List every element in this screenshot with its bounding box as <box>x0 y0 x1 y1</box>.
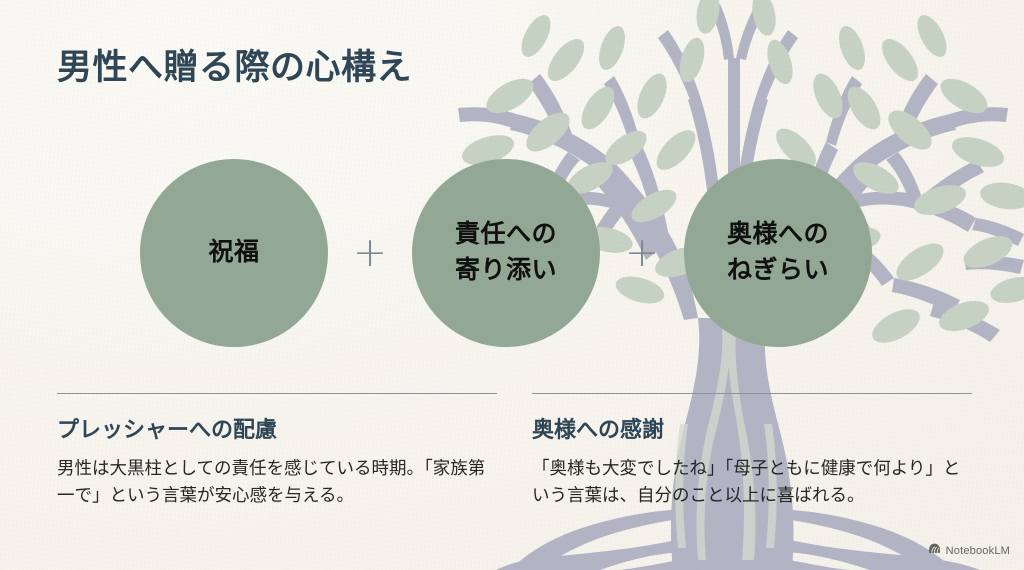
plus-icon-2: + <box>624 228 660 276</box>
detail-column-left: プレッシャーへの配慮 男性は大黒柱としての責任を感じている時期。「家族第一で」と… <box>57 393 497 510</box>
detail-heading-left: プレッシャーへの配慮 <box>57 417 278 442</box>
detail-divider-right <box>532 393 972 394</box>
detail-column-right: 奥様への感謝 「奥様も大変でしたね」「母子ともに健康で何より」という言葉は、自分… <box>532 393 972 510</box>
plus-icon-1: + <box>352 228 388 276</box>
pillar-circle-1: 祝福 <box>140 158 328 347</box>
pillars-row: 祝福 + 責任への 寄り添い + 奥様への ねぎらい <box>140 155 900 350</box>
pillar-label-2: 責任への 寄り添い <box>454 220 557 284</box>
pillar-label-3: 奥様への ねぎらい <box>726 220 829 284</box>
notebooklm-watermark: NotebookLM <box>928 542 1010 560</box>
notebooklm-watermark-label: NotebookLM <box>945 545 1010 557</box>
pillar-circle-2: 責任への 寄り添い <box>412 158 600 347</box>
pillar-circle-3: 奥様への ねぎらい <box>684 158 872 347</box>
details-row: プレッシャーへの配慮 男性は大黒柱としての責任を感じている時期。「家族第一で」と… <box>0 393 1024 510</box>
detail-body-left: 男性は大黒柱としての責任を感じている時期。「家族第一で」という言葉が安心感を与え… <box>57 457 486 506</box>
tree-leaves-group <box>440 0 1024 343</box>
notebooklm-logo-icon <box>928 542 941 560</box>
detail-body-right: 「奥様も大変でしたね」「母子ともに健康で何より」という言葉は、自分のこと以上に喜… <box>532 457 961 506</box>
detail-heading-right: 奥様への感謝 <box>532 417 665 442</box>
pillar-label-1: 祝福 <box>208 237 260 266</box>
detail-divider-left <box>57 393 497 394</box>
page-title: 男性へ贈る際の心構え <box>57 48 413 87</box>
tree-bark-texture-group <box>675 326 777 560</box>
